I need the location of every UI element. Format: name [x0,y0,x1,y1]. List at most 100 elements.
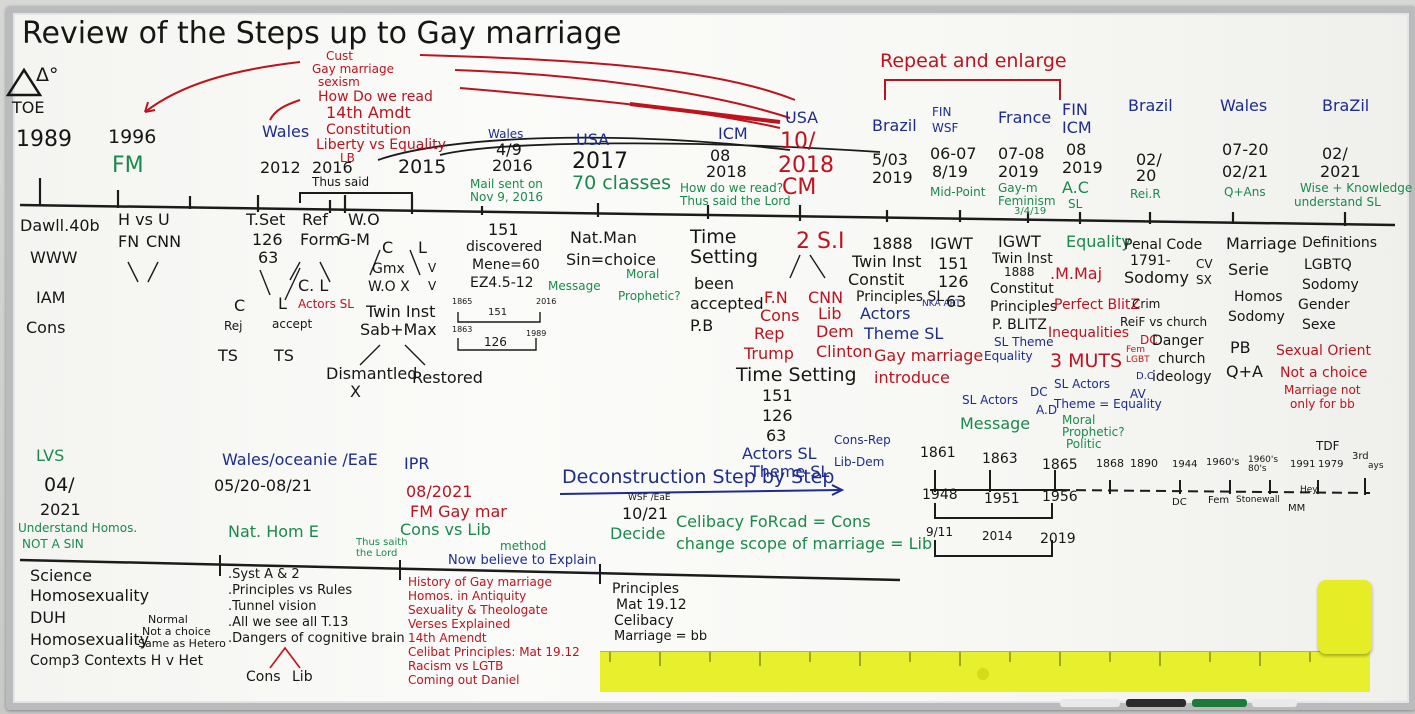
note: Fem [1126,345,1145,355]
note: IAM [36,288,66,307]
red-note: Gay marriage [312,62,394,76]
note: Equality [984,349,1033,363]
note: Twin Inst [366,302,436,321]
note: F.N [764,288,788,307]
note: 1989 [526,329,547,338]
notsin-note: NOT A SIN [22,537,84,551]
note: Not a choice [1280,365,1368,381]
rt-year: 9/11 [926,525,953,539]
note: AV [1130,387,1146,401]
note: Same as Hetero [138,637,226,650]
red-note: Cust [326,49,353,63]
how-read-note: How do we read? Thus said the Lord [680,181,791,208]
rt-label: Hey [1300,485,1318,495]
year-2016: 2016 [312,158,353,177]
note: Setting [690,246,759,268]
note: PB [1230,338,1251,357]
note: Gmx [372,261,405,277]
note: Celibacy [614,613,674,629]
wales-label: Wales/oceanie /EaE [222,450,378,469]
red-note: Liberty vs Equality [316,137,446,153]
sl-note: SL [1068,197,1083,211]
rt-year: 1956 [1042,489,1078,505]
rt-year: 1951 [984,491,1020,507]
note: Cons [246,669,281,685]
note: Principles [612,581,679,597]
red-note: Constitution [326,122,412,138]
rt-mm: MM [1288,503,1306,514]
note: Twin Inst [852,252,922,271]
rt-year: 1944 [1172,459,1198,470]
note: C [382,238,394,257]
board-eraser [1318,580,1372,654]
red-note: LB [340,151,355,165]
rt-year: 3rd [1352,451,1369,462]
note: SX [1196,273,1212,287]
repeat-enlarge: Repeat and enlarge [880,50,1067,72]
lvs-label: LVS [36,446,65,465]
note: TS [274,346,294,365]
note: Actors SL [298,297,354,311]
mail-note: Mail sent on Nov 9, 2016 [470,177,544,204]
history-item: 14th Amendt [408,631,487,645]
note: Penal Code [1124,237,1203,253]
rt-ays: ays [1368,461,1384,471]
note: Theme SL [750,462,830,481]
reir-note: Rei.R [1130,187,1161,201]
pens-svg [1060,699,1297,707]
note: Sodomy [1228,309,1285,325]
note: Mene=60 [472,257,540,273]
note: Moral [626,267,660,281]
note: Clinton [816,342,873,361]
note: Rej [224,319,243,333]
red-note: How Do we read [318,89,433,105]
date-4-9: 4/9 [496,140,522,159]
note: 151 [488,220,519,239]
note: G-M [338,230,370,249]
note: Q+A [1226,362,1263,381]
note: Dismantled [326,364,418,383]
year-1996: 1996 [108,126,157,148]
note: Time [690,226,737,248]
date-10: 10/ [780,129,816,154]
note: Cons [760,306,800,325]
note: .Tunnel vision [228,599,317,614]
note: Not a choice [142,625,211,638]
note: Theme = Equality [1054,397,1162,411]
note: CV [1196,257,1213,271]
note: 126 [484,335,507,349]
note: Marriage [1226,234,1297,253]
rt-year: 2019 [1040,531,1076,547]
note: been [694,274,734,293]
note: Dem [816,322,854,341]
wales-label: Wales [262,122,310,141]
note: Cons [26,318,66,337]
note: CNN [146,232,182,251]
wsf-label: WSF [932,121,959,135]
year-2019: 2019 [872,168,913,187]
note: SL Actors [962,393,1018,407]
note: discovered [466,239,543,255]
note: L [418,238,427,257]
date-02: 02/ [1322,144,1348,163]
history-item: Celibat Principles: Mat 19.12 [408,645,580,659]
note: 2016 [536,297,557,306]
note: A.D [1036,403,1058,417]
usa-label: USA [576,130,610,149]
year-2021: 2021 [40,500,81,519]
yellow-ruler [600,651,1370,692]
note: WWW [30,248,78,267]
note: church [1158,351,1206,367]
year-1989: 1989 [16,127,72,152]
history-item: Racism vs LGTB [408,659,504,673]
note: P.B [690,316,714,335]
note: 1791- [1130,253,1171,269]
note: Equality [1066,232,1131,251]
icm-label: ICM [718,124,748,143]
note: Theme SL [864,324,944,343]
rt-year: 2014 [982,529,1013,543]
note: Comp3 Contexts H v Het [30,653,204,669]
rt-year: 1960's [1206,457,1240,468]
note: Definitions [1302,235,1378,251]
note: V [428,279,437,293]
